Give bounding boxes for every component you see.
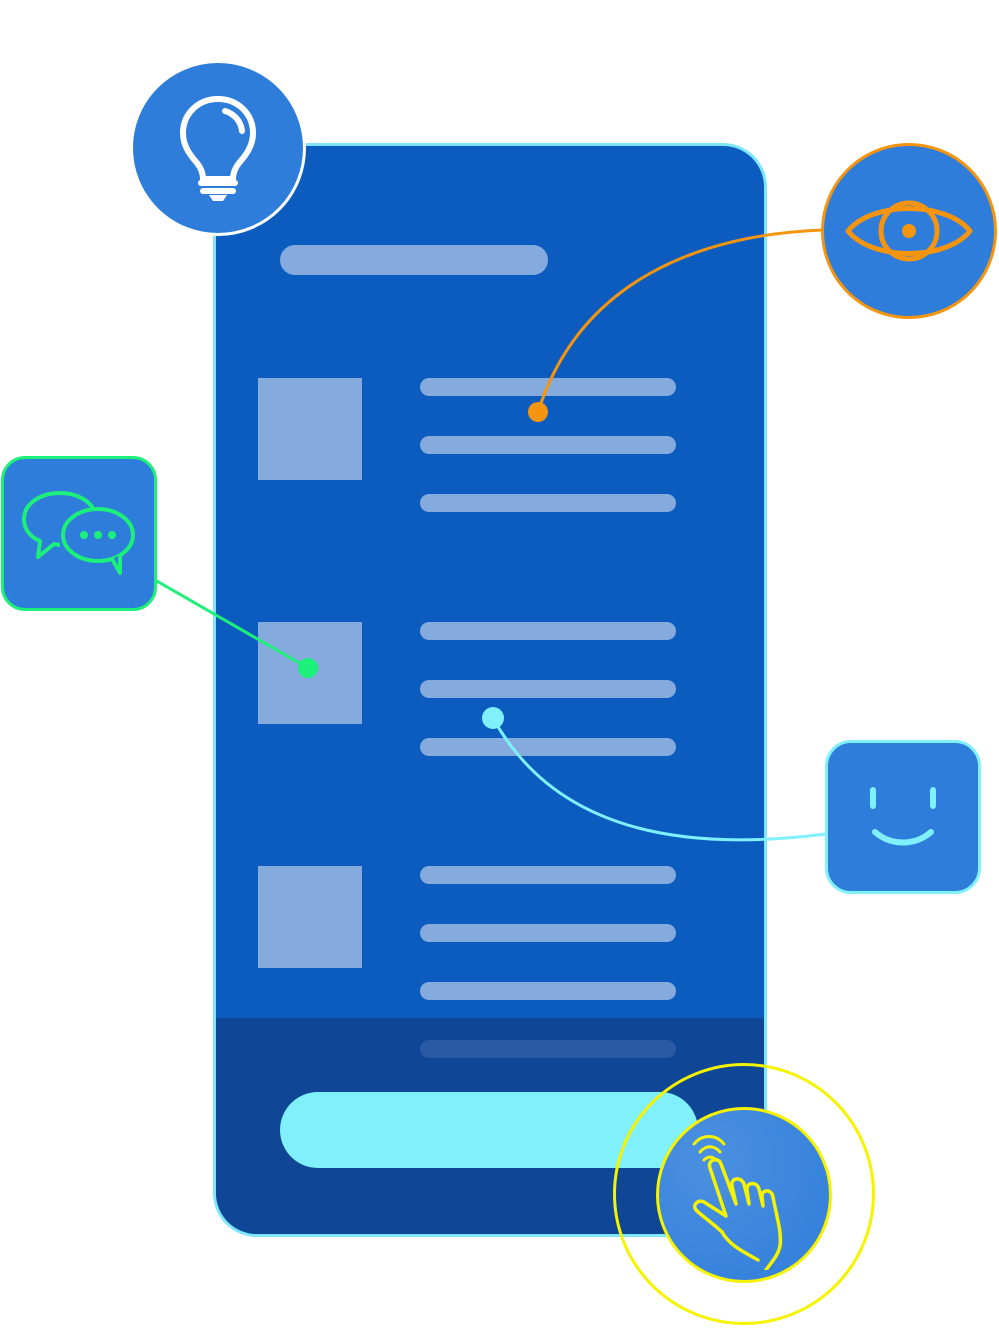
idea-badge	[130, 60, 306, 236]
smiley-badge	[825, 740, 981, 894]
list-item-thumbnail	[258, 378, 362, 480]
chat-badge	[1, 456, 157, 611]
list-item-line	[420, 866, 676, 884]
header-placeholder	[280, 245, 548, 275]
smile-connector-dot	[482, 707, 504, 729]
list-item-line	[420, 982, 676, 1000]
chat-connector-dot	[298, 658, 318, 678]
tap-hand-icon	[692, 1135, 783, 1270]
list-item-line	[420, 924, 676, 942]
chat-bubbles-icon	[22, 490, 135, 575]
chat-connector	[154, 578, 309, 670]
eye-icon	[845, 200, 973, 262]
list-item-line	[420, 436, 676, 454]
eye-connector	[536, 228, 823, 413]
touch-badge[interactable]	[656, 1107, 832, 1283]
list-item-line-faded	[420, 1040, 676, 1058]
list-item-line	[420, 622, 676, 640]
list-item-line	[420, 494, 676, 512]
list-item-line	[420, 738, 676, 756]
smile-connector	[491, 717, 827, 842]
eye-badge	[821, 143, 997, 319]
lightbulb-icon	[179, 95, 257, 201]
eye-connector-dot	[528, 402, 548, 422]
list-item-line	[420, 680, 676, 698]
smiley-face-icon	[870, 787, 936, 846]
list-item-thumbnail	[258, 866, 362, 968]
touch-ring	[613, 1063, 875, 1325]
